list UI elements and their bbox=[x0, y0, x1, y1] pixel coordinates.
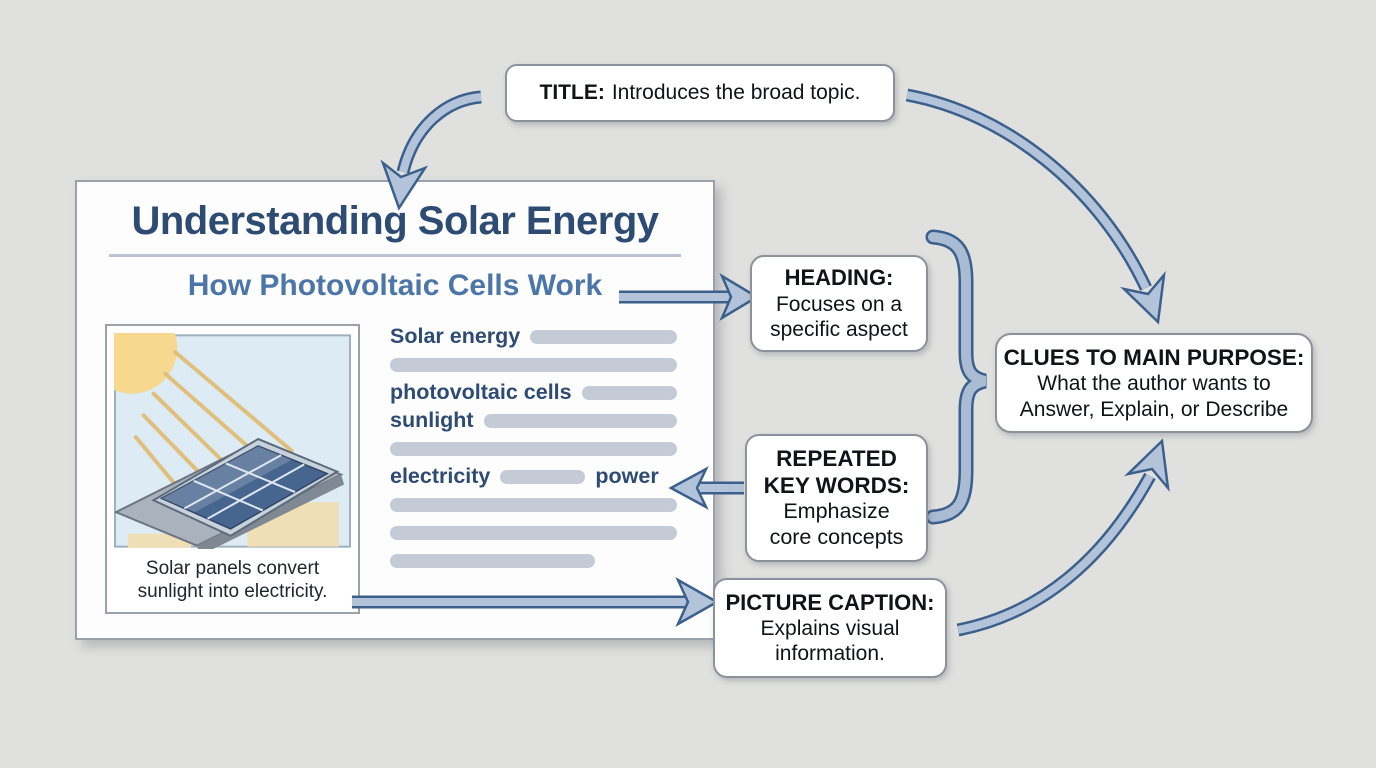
solar-panel-illustration bbox=[114, 332, 351, 549]
sun-icon bbox=[114, 332, 178, 394]
callout-picture-caption-line: Explains visual bbox=[760, 617, 900, 640]
callout-picture-caption-label: PICTURE CAPTION: bbox=[725, 589, 935, 615]
callout-repeated-key-words: REPEATED KEY WORDS: Emphasize core conce… bbox=[745, 434, 928, 562]
text-row bbox=[390, 550, 677, 572]
document-figure: Solar panels convert sunlight into elect… bbox=[105, 323, 360, 614]
callout-picture-caption: PICTURE CAPTION: Explains visual informa… bbox=[713, 578, 947, 678]
placeholder-bar bbox=[390, 525, 677, 540]
callout-picture-caption-line: information. bbox=[775, 642, 885, 666]
text-row bbox=[390, 438, 677, 460]
text-row: photovoltaic cells bbox=[390, 379, 677, 404]
text-row bbox=[390, 522, 677, 544]
callout-heading-line: specific aspect bbox=[770, 317, 908, 341]
keyword: power bbox=[595, 463, 659, 488]
keyword: Solar energy bbox=[390, 323, 521, 348]
keyword: sunlight bbox=[390, 407, 474, 432]
placeholder-bar bbox=[390, 497, 677, 512]
placeholder-bar bbox=[390, 441, 677, 456]
keyword: electricity bbox=[390, 463, 491, 488]
placeholder-bar bbox=[530, 329, 677, 344]
callout-title: TITLE: Introduces the broad topic. bbox=[505, 64, 895, 122]
callout-repeated-label: KEY WORDS: bbox=[763, 473, 910, 499]
text-row: sunlight bbox=[390, 407, 677, 432]
document-title: Understanding Solar Energy bbox=[131, 199, 659, 243]
callout-repeated-label: REPEATED bbox=[776, 446, 897, 472]
document-panel: Understanding Solar Energy How Photovolt… bbox=[75, 180, 715, 640]
title-divider bbox=[109, 254, 681, 257]
placeholder-bar bbox=[390, 357, 677, 372]
placeholder-bar bbox=[500, 469, 586, 484]
keyword: photovoltaic cells bbox=[390, 379, 572, 404]
figure-caption: Solar panels convert sunlight into elect… bbox=[114, 549, 351, 613]
solar-panel-shape bbox=[151, 437, 340, 537]
panel-grid bbox=[183, 453, 305, 520]
figure-caption-line: Solar panels convert bbox=[145, 557, 320, 579]
arrow-title-to-clues bbox=[905, 88, 1166, 325]
document-text-lines: Solar energy photovoltaic cells sunlight el… bbox=[390, 324, 677, 578]
figure-caption-line: sunlight into electricity. bbox=[137, 581, 328, 603]
callout-heading-label: HEADING: bbox=[784, 265, 894, 291]
callout-clues-to-main-purpose: CLUES TO MAIN PURPOSE: What the author w… bbox=[995, 333, 1313, 433]
callout-repeated-line: core concepts bbox=[769, 525, 904, 549]
arrow-picture-caption-to-clues bbox=[956, 438, 1170, 637]
text-row bbox=[390, 354, 677, 376]
document-body: Solar panels convert sunlight into elect… bbox=[77, 302, 713, 614]
placeholder-bar bbox=[483, 413, 677, 428]
text-row: Solar energy bbox=[390, 323, 677, 348]
callout-title-text: Introduces the broad topic. bbox=[611, 81, 861, 105]
callout-clues-label: CLUES TO MAIN PURPOSE: bbox=[1003, 345, 1305, 371]
placeholder-bar bbox=[390, 553, 595, 568]
callout-heading-line: Focuses on a bbox=[775, 292, 903, 316]
curly-brace-icon bbox=[925, 229, 987, 525]
text-row: electricity power bbox=[390, 463, 677, 488]
callout-title-label: TITLE: bbox=[539, 81, 605, 105]
placeholder-bar bbox=[581, 385, 677, 400]
callout-clues-line: Answer, Explain, or Describe bbox=[1019, 397, 1289, 421]
callout-heading: HEADING: Focuses on a specific aspect bbox=[750, 255, 928, 352]
document-subtitle: How Photovoltaic Cells Work bbox=[187, 269, 603, 302]
text-row bbox=[390, 494, 677, 516]
callout-clues-line: What the author wants to bbox=[1037, 372, 1271, 396]
callout-repeated-line: Emphasize bbox=[783, 499, 890, 524]
